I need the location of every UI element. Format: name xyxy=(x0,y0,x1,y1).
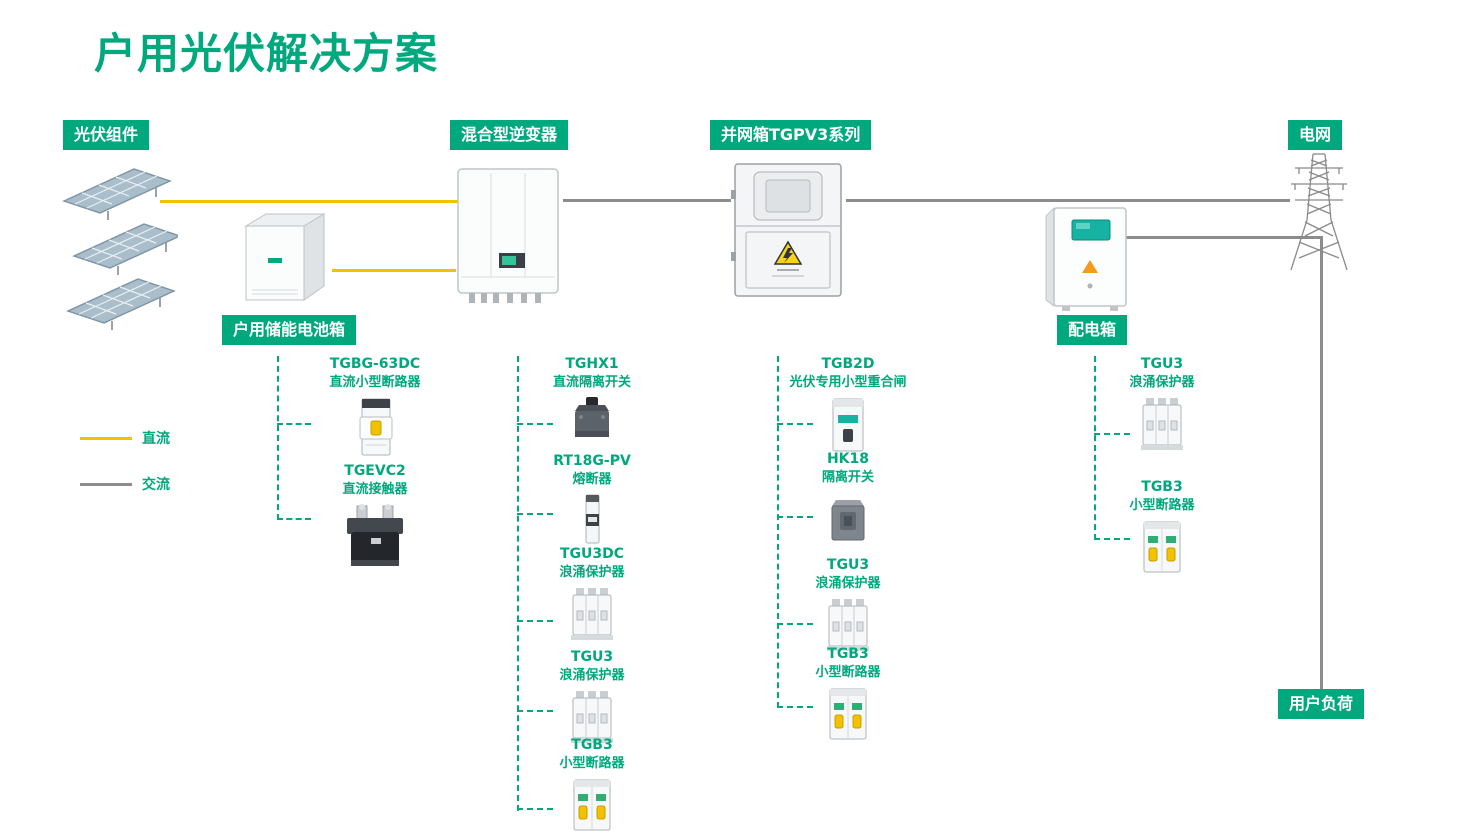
ac-line-gridbox-to-grid xyxy=(846,199,1290,202)
legend-ac-line xyxy=(80,483,132,486)
component-desc: 直流小型断路器 xyxy=(329,375,421,390)
component-tgevc2: TGEVC2 直流接触器 xyxy=(295,462,455,572)
component-tgbg-63dc: TGBG-63DC 直流小型断路器 xyxy=(295,355,455,459)
connector-inverter-item-2 xyxy=(517,513,553,515)
component-model: TGU3DC xyxy=(559,546,625,562)
component-model: TGB3 xyxy=(827,646,869,662)
battery-box-image xyxy=(245,213,325,301)
component-model: TGEVC2 xyxy=(344,463,406,479)
ac-line-distbox-to-load-vertical xyxy=(1320,236,1323,690)
badge-inverter: 混合型逆变器 xyxy=(450,120,569,150)
legend-dc-label: 直流 xyxy=(142,431,170,447)
ac-line-distbox-to-load-horizontal xyxy=(1124,236,1322,239)
component-tgu3-inverter: TGU3 浪涌保护器 xyxy=(512,648,672,746)
component-model: TGU3 xyxy=(1140,356,1184,372)
component-desc: 小型断路器 xyxy=(559,756,625,771)
badge-distribution-box: 配电箱 xyxy=(1057,315,1128,345)
pv-panels-image xyxy=(63,168,178,331)
ac-line-inverter-to-gridbox xyxy=(563,199,731,202)
connector-battery-item-2 xyxy=(277,518,311,520)
page-title: 户用光伏解决方案 xyxy=(94,29,439,78)
component-rt18g-pv: RT18G-PV 熔断器 xyxy=(512,452,672,546)
legend-ac-label: 交流 xyxy=(142,477,170,493)
component-desc: 直流隔离开关 xyxy=(552,375,631,390)
component-desc: 光伏专用小型重合闸 xyxy=(789,375,907,390)
badge-user-load: 用户负荷 xyxy=(1278,689,1365,719)
rt18g-pv-product-image xyxy=(585,494,600,544)
connector-inverter-column xyxy=(517,356,519,811)
connector-battery-column xyxy=(277,356,279,520)
component-model: HK18 xyxy=(826,451,870,467)
component-desc: 隔离开关 xyxy=(821,470,874,485)
connector-gridbox-item-4 xyxy=(777,706,813,708)
tgb3-product-image xyxy=(829,688,867,740)
component-desc: 小型断路器 xyxy=(815,665,881,680)
dc-line-battery-to-inverter xyxy=(332,269,456,272)
component-model: TGU3 xyxy=(826,557,870,573)
badge-battery-box: 户用储能电池箱 xyxy=(222,315,357,345)
connector-inverter-item-5 xyxy=(517,808,553,810)
component-desc: 浪涌保护器 xyxy=(815,576,881,591)
component-model: TGBG-63DC xyxy=(329,356,421,372)
tgb2d-product-image xyxy=(832,398,864,452)
tgb3-product-image xyxy=(1143,521,1181,573)
connector-gridbox-item-1 xyxy=(777,423,813,425)
component-desc: 浪涌保护器 xyxy=(559,668,625,683)
tgu3-product-image xyxy=(1140,397,1184,451)
transmission-tower-icon xyxy=(1290,153,1348,271)
connector-distbox-column xyxy=(1094,356,1096,540)
component-tgb3-distbox: TGB3 小型断路器 xyxy=(1082,478,1242,576)
component-model: TGHX1 xyxy=(565,356,619,372)
connector-distbox-item-2 xyxy=(1094,538,1130,540)
component-model: TGB3 xyxy=(571,737,613,753)
component-tgu3-gridbox: TGU3 浪涌保护器 xyxy=(758,556,938,654)
badge-grid: 电网 xyxy=(1288,120,1343,150)
component-tgu3-distbox: TGU3 浪涌保护器 xyxy=(1082,355,1242,453)
connector-distbox-item-1 xyxy=(1094,433,1130,435)
tghx1-product-image xyxy=(575,397,609,437)
component-tghx1: TGHX1 直流隔离开关 xyxy=(512,355,672,443)
connector-gridbox-item-2 xyxy=(777,516,813,518)
tgu3dc-product-image xyxy=(570,587,614,641)
component-tgb3-gridbox: TGB3 小型断路器 xyxy=(758,645,938,743)
legend-dc-line xyxy=(80,437,132,440)
connector-inverter-item-3 xyxy=(517,620,553,622)
component-tgb3-inverter: TGB3 小型断路器 xyxy=(512,736,672,831)
hybrid-inverter-image xyxy=(457,168,559,304)
component-desc: 浪涌保护器 xyxy=(559,565,625,580)
tgbg-63dc-product-image xyxy=(359,398,393,456)
connector-inverter-item-1 xyxy=(517,423,553,425)
distribution-box-image xyxy=(1045,207,1127,312)
component-desc: 浪涌保护器 xyxy=(1129,375,1195,390)
grid-connection-box-image xyxy=(730,163,842,297)
component-model: TGB3 xyxy=(1141,479,1183,495)
connector-battery-item-1 xyxy=(277,423,311,425)
dc-line-pv-to-inverter xyxy=(160,200,458,203)
component-model: TGU3 xyxy=(570,649,614,665)
component-desc: 熔断器 xyxy=(572,472,612,487)
hk18-product-image xyxy=(831,499,865,541)
component-desc: 直流接触器 xyxy=(342,482,408,497)
badge-pv-modules: 光伏组件 xyxy=(63,120,150,150)
connector-inverter-item-4 xyxy=(517,710,553,712)
connector-gridbox-item-3 xyxy=(777,623,813,625)
tgb3-product-image xyxy=(573,779,611,831)
component-model: RT18G-PV xyxy=(553,453,631,469)
component-hk18: HK18 隔离开关 xyxy=(758,450,938,546)
component-desc: 小型断路器 xyxy=(1129,498,1195,513)
component-model: TGB2D xyxy=(821,356,875,372)
tgevc2-product-image xyxy=(346,503,404,567)
badge-grid-box: 并网箱TGPV3系列 xyxy=(710,120,872,150)
connector-gridbox-column xyxy=(777,356,779,708)
component-tgu3dc: TGU3DC 浪涌保护器 xyxy=(512,545,672,643)
component-tgb2d: TGB2D 光伏专用小型重合闸 xyxy=(758,355,938,455)
